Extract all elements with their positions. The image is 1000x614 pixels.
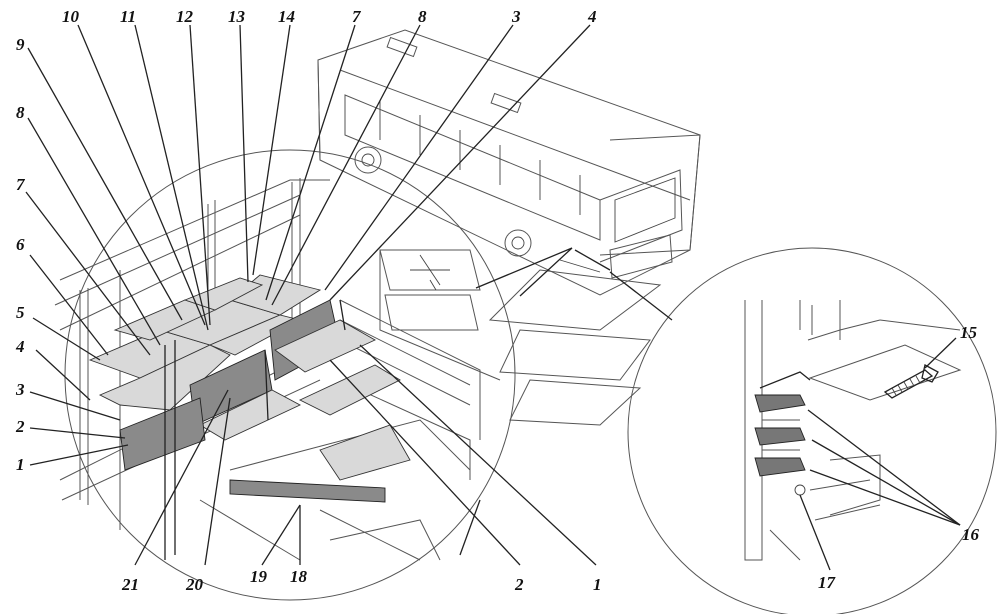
label-15: 15 xyxy=(960,323,978,342)
insulation-panels-front xyxy=(119,299,411,503)
fastening-detail xyxy=(744,300,962,561)
leader-lines-detail xyxy=(799,337,961,571)
vertical-posts xyxy=(164,299,346,560)
label-20: 20 xyxy=(185,575,204,594)
label-7-left: 7 xyxy=(16,175,26,194)
label-8-left: 8 xyxy=(16,103,25,122)
label-17: 17 xyxy=(818,573,837,592)
label-2-bottom: 2 xyxy=(514,575,524,594)
label-21: 21 xyxy=(121,575,139,594)
position-numbers: 1 2 3 4 5 6 7 8 9 10 11 12 13 14 7 8 3 4… xyxy=(15,7,980,594)
label-18: 18 xyxy=(290,567,308,586)
label-14: 14 xyxy=(278,7,295,26)
screw-callout-box xyxy=(808,344,962,401)
label-2-left: 2 xyxy=(15,417,25,436)
bus-body xyxy=(317,29,701,296)
label-1-bottom: 1 xyxy=(593,575,602,594)
fastening-strip-1 xyxy=(754,394,806,413)
label-5: 5 xyxy=(16,303,25,322)
label-6: 6 xyxy=(16,235,25,254)
label-7-top: 7 xyxy=(352,7,362,26)
label-4-top: 4 xyxy=(587,7,597,26)
label-9: 9 xyxy=(16,35,25,54)
label-19: 19 xyxy=(250,567,268,586)
label-10: 10 xyxy=(62,7,80,26)
screw-icon xyxy=(883,364,939,399)
label-11: 11 xyxy=(120,7,136,26)
label-13: 13 xyxy=(228,7,246,26)
leader-lines xyxy=(25,24,673,566)
label-16: 16 xyxy=(962,525,980,544)
fastening-strip-2 xyxy=(754,427,806,446)
label-3-left: 3 xyxy=(15,380,25,399)
label-3-top: 3 xyxy=(511,7,521,26)
detail-circle-main xyxy=(64,149,516,601)
label-8-top: 8 xyxy=(418,7,427,26)
label-12: 12 xyxy=(176,7,194,26)
label-1-left: 1 xyxy=(16,455,25,474)
insulation-panels-upper xyxy=(88,274,322,411)
detail-circle-fastening xyxy=(627,247,997,614)
label-4-left: 4 xyxy=(15,337,25,356)
fastening-strip-3 xyxy=(754,457,806,477)
